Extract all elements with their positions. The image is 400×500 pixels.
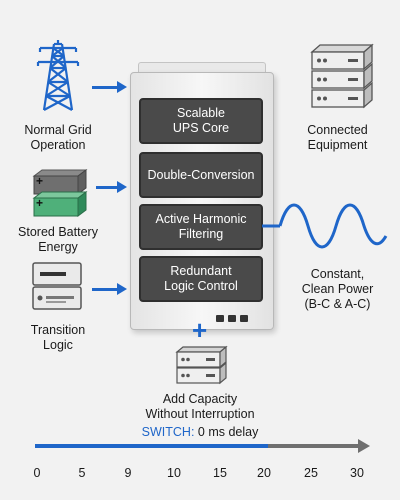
timeline-tick-label: 20 [257, 466, 271, 480]
timeline-arrowhead [358, 439, 370, 453]
grid-label: Normal Grid Operation [24, 123, 92, 152]
grid-to-ups-arrow [92, 81, 127, 93]
battery-plus-top: + [36, 174, 44, 188]
timeline-tick-label: 25 [304, 466, 318, 480]
transition-label: Transition Logic [30, 323, 86, 352]
timeline-tick-label: 15 [213, 466, 227, 480]
timeline-tick-label: 30 [350, 466, 364, 480]
module-scalable-core: Scalable UPS Core [139, 98, 263, 144]
transition-to-ups-arrow [92, 283, 127, 295]
timeline-elapsed-bar [35, 444, 268, 448]
battery-stack-icon [32, 169, 88, 217]
module-double-conversion: Double-Conversion [139, 152, 263, 198]
switch-value: 0 ms delay [197, 425, 259, 439]
timeline-tick-label: 10 [167, 466, 181, 480]
ups-cabinet-top [138, 62, 266, 75]
power-label: Constant, Clean Power (B-C & A-C) [301, 267, 374, 311]
logic-unit-icon [32, 262, 82, 310]
timeline-tick-label: 0 [33, 466, 41, 480]
server-rack-icon [310, 43, 374, 109]
status-light [228, 315, 236, 322]
status-light [240, 315, 248, 322]
battery-to-ups-arrow [96, 181, 127, 193]
module-redundant-logic: Redundant Logic Control [139, 256, 263, 302]
module-harmonic-filtering: Active Harmonic Filtering [139, 204, 263, 250]
battery-plus-bottom: + [36, 196, 44, 210]
capacity-label: Add Capacity Without Interruption [145, 392, 255, 421]
transmission-tower-icon [36, 40, 80, 111]
status-light [216, 315, 224, 322]
plus-icon: + [192, 315, 208, 345]
timeline-tick-label: 5 [78, 466, 86, 480]
server-module-icon [175, 345, 228, 385]
battery-label: Stored Battery Energy [18, 225, 98, 254]
timeline-remaining-bar [268, 444, 360, 448]
equipment-label: Connected Equipment [307, 123, 368, 152]
switch-word: SWITCH: [141, 425, 195, 439]
switch-caption: SWITCH: 0 ms delay [0, 425, 400, 439]
sine-wave-icon [262, 203, 388, 249]
timeline-tick-label: 9 [124, 466, 132, 480]
